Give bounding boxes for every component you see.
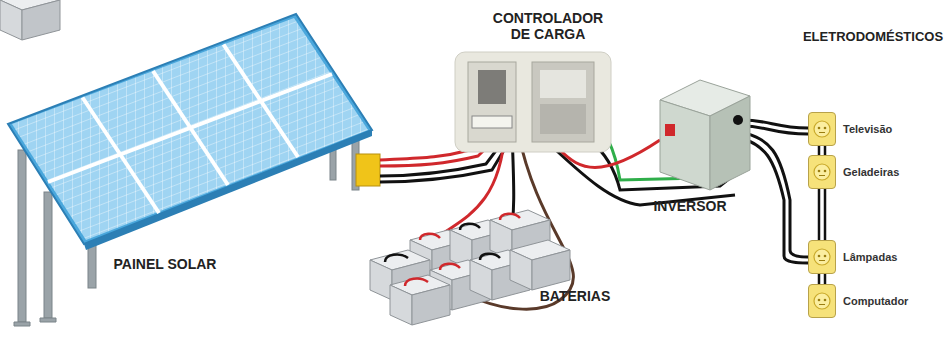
outlet-cable — [819, 274, 825, 284]
outlet-plate — [808, 240, 836, 274]
appliance-outlet: Lâmpadas — [808, 240, 897, 274]
appliance-name: Geladeiras — [843, 166, 899, 178]
outlet-cable — [819, 146, 825, 155]
batteries — [0, 0, 570, 325]
appliance-name: Televisão — [843, 123, 892, 135]
outlet-plate — [808, 112, 836, 146]
outlet-icon — [809, 285, 835, 317]
inverter — [660, 80, 750, 190]
outlet-plate — [808, 284, 836, 318]
outlet-icon — [809, 241, 835, 273]
battery-wires — [385, 214, 520, 286]
appliance-name: Computador — [843, 295, 908, 307]
outlet-cable — [819, 189, 825, 240]
appliance-outlet: Televisão — [808, 112, 892, 146]
charge-controller — [455, 52, 611, 152]
appliance-name: Lâmpadas — [843, 251, 897, 263]
panel-label: PAINEL SOLAR — [114, 256, 217, 272]
solar-panel — [8, 14, 372, 250]
outlet-icon — [809, 113, 835, 145]
appliance-outlet: Geladeiras — [808, 155, 899, 189]
batteries-label: BATERIAS — [540, 288, 611, 304]
junction-box — [356, 154, 380, 186]
appliances-title: ELETRODOMÉSTICOS — [803, 30, 943, 45]
outlet-plate — [808, 155, 836, 189]
inverter-label: INVERSOR — [653, 198, 726, 214]
appliance-outlet: Computador — [808, 284, 908, 318]
outlet-icon — [809, 156, 835, 188]
controller-label: CONTROLADOR DE CARGA — [483, 10, 613, 42]
